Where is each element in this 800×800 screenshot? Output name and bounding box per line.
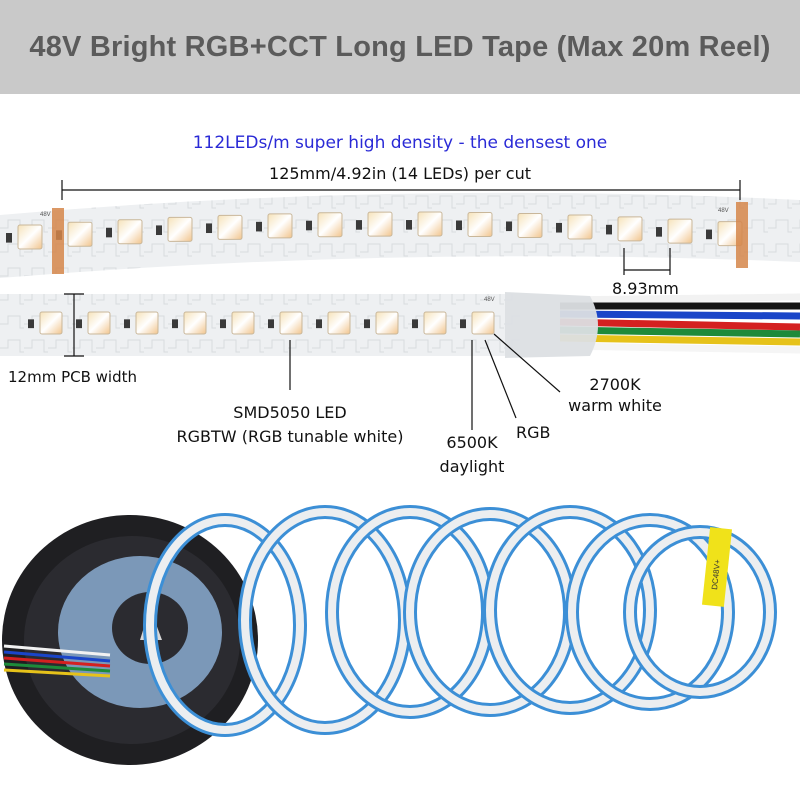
resistor (256, 221, 262, 232)
led-chip (167, 216, 193, 242)
page-title: 48V Bright RGB+CCT Long LED Tape (Max 20… (29, 30, 771, 63)
led-chip (183, 311, 207, 335)
led-chip (471, 311, 495, 335)
resistor (306, 220, 312, 231)
wire-bundle (559, 293, 800, 354)
led-chip (135, 311, 159, 335)
resistor (406, 220, 412, 230)
led-chip (467, 211, 493, 237)
pitch-dimension (623, 248, 671, 275)
led-strip-bottom: 48V (0, 292, 800, 358)
resistor (6, 233, 12, 243)
resistor (124, 319, 130, 329)
resistor (456, 220, 462, 231)
resistor (412, 319, 418, 329)
led-chip (667, 218, 693, 244)
resistor (28, 319, 34, 329)
resistor (206, 223, 212, 234)
led-chip (67, 221, 93, 247)
yellow-label-sticker: DC48V+ (701, 527, 733, 607)
resistor (606, 224, 612, 235)
led-type-line1: SMD5050 LED (233, 403, 347, 422)
led-chip (39, 311, 63, 335)
cut-length-dimension (61, 180, 741, 200)
title-banner: 48V Bright RGB+CCT Long LED Tape (Max 20… (0, 0, 800, 94)
strip-voltage-label: 48V (718, 208, 729, 214)
led-chip (367, 211, 393, 237)
led-chip (279, 311, 303, 335)
led-chip (517, 212, 543, 238)
led-chip (87, 311, 111, 335)
led-chip (327, 311, 351, 335)
daylight-line1: 6500K (446, 433, 498, 452)
daylight-line2: daylight (439, 457, 505, 476)
strip-voltage-label: 48V (40, 212, 51, 218)
led-chip (217, 214, 243, 240)
led-type-caption: SMD5050 LED RGBTW (RGB tunable white) (140, 401, 440, 449)
led-chip (423, 311, 447, 335)
resistor (356, 220, 362, 230)
warm-white-caption: 2700K warm white (556, 374, 674, 416)
resistor (172, 319, 178, 329)
led-chip (231, 311, 255, 335)
led-strip-top: 48V 48V (0, 192, 800, 278)
sticker-text: DC48V+ (710, 559, 722, 591)
led-chip (317, 212, 343, 238)
cut-pads-left (52, 208, 64, 274)
resistor (106, 227, 112, 238)
resistor (76, 319, 82, 329)
led-chip (617, 216, 643, 242)
resistor (556, 222, 562, 233)
pcb-width-dimension (64, 293, 84, 357)
strip-voltage-label: 48V (484, 297, 495, 303)
resistor (156, 225, 162, 236)
pcb-width-caption: 12mm PCB width (8, 368, 138, 386)
resistor (656, 227, 662, 237)
warm-line2: warm white (568, 396, 662, 415)
led-chip (567, 214, 593, 240)
resistor (220, 319, 226, 329)
silicone-end-cap (505, 292, 598, 358)
daylight-caption: 6500K daylight (432, 431, 512, 479)
led-chip (17, 224, 43, 250)
led-pitch-caption: 8.93mm (612, 279, 679, 298)
callout-lines (289, 333, 561, 430)
led-chip (117, 219, 143, 245)
led-chip (417, 211, 443, 237)
cut-pads-right (736, 202, 748, 268)
led-type-line2: RGBTW (RGB tunable white) (176, 427, 404, 446)
resistor (364, 319, 370, 329)
loose-strip-coils (143, 505, 777, 737)
resistor (268, 319, 274, 329)
resistor (706, 229, 712, 240)
cut-length-caption: 125mm/4.92in (14 LEDs) per cut (269, 164, 531, 183)
rgb-caption: RGB (516, 423, 551, 442)
resistor (460, 319, 466, 329)
led-reel (2, 515, 258, 765)
led-chip (267, 213, 293, 239)
warm-line1: 2700K (589, 375, 641, 394)
led-chip (375, 311, 399, 335)
density-caption: 112LEDs/m super high density - the dense… (192, 133, 608, 153)
resistor (506, 221, 512, 232)
resistor (316, 319, 322, 329)
